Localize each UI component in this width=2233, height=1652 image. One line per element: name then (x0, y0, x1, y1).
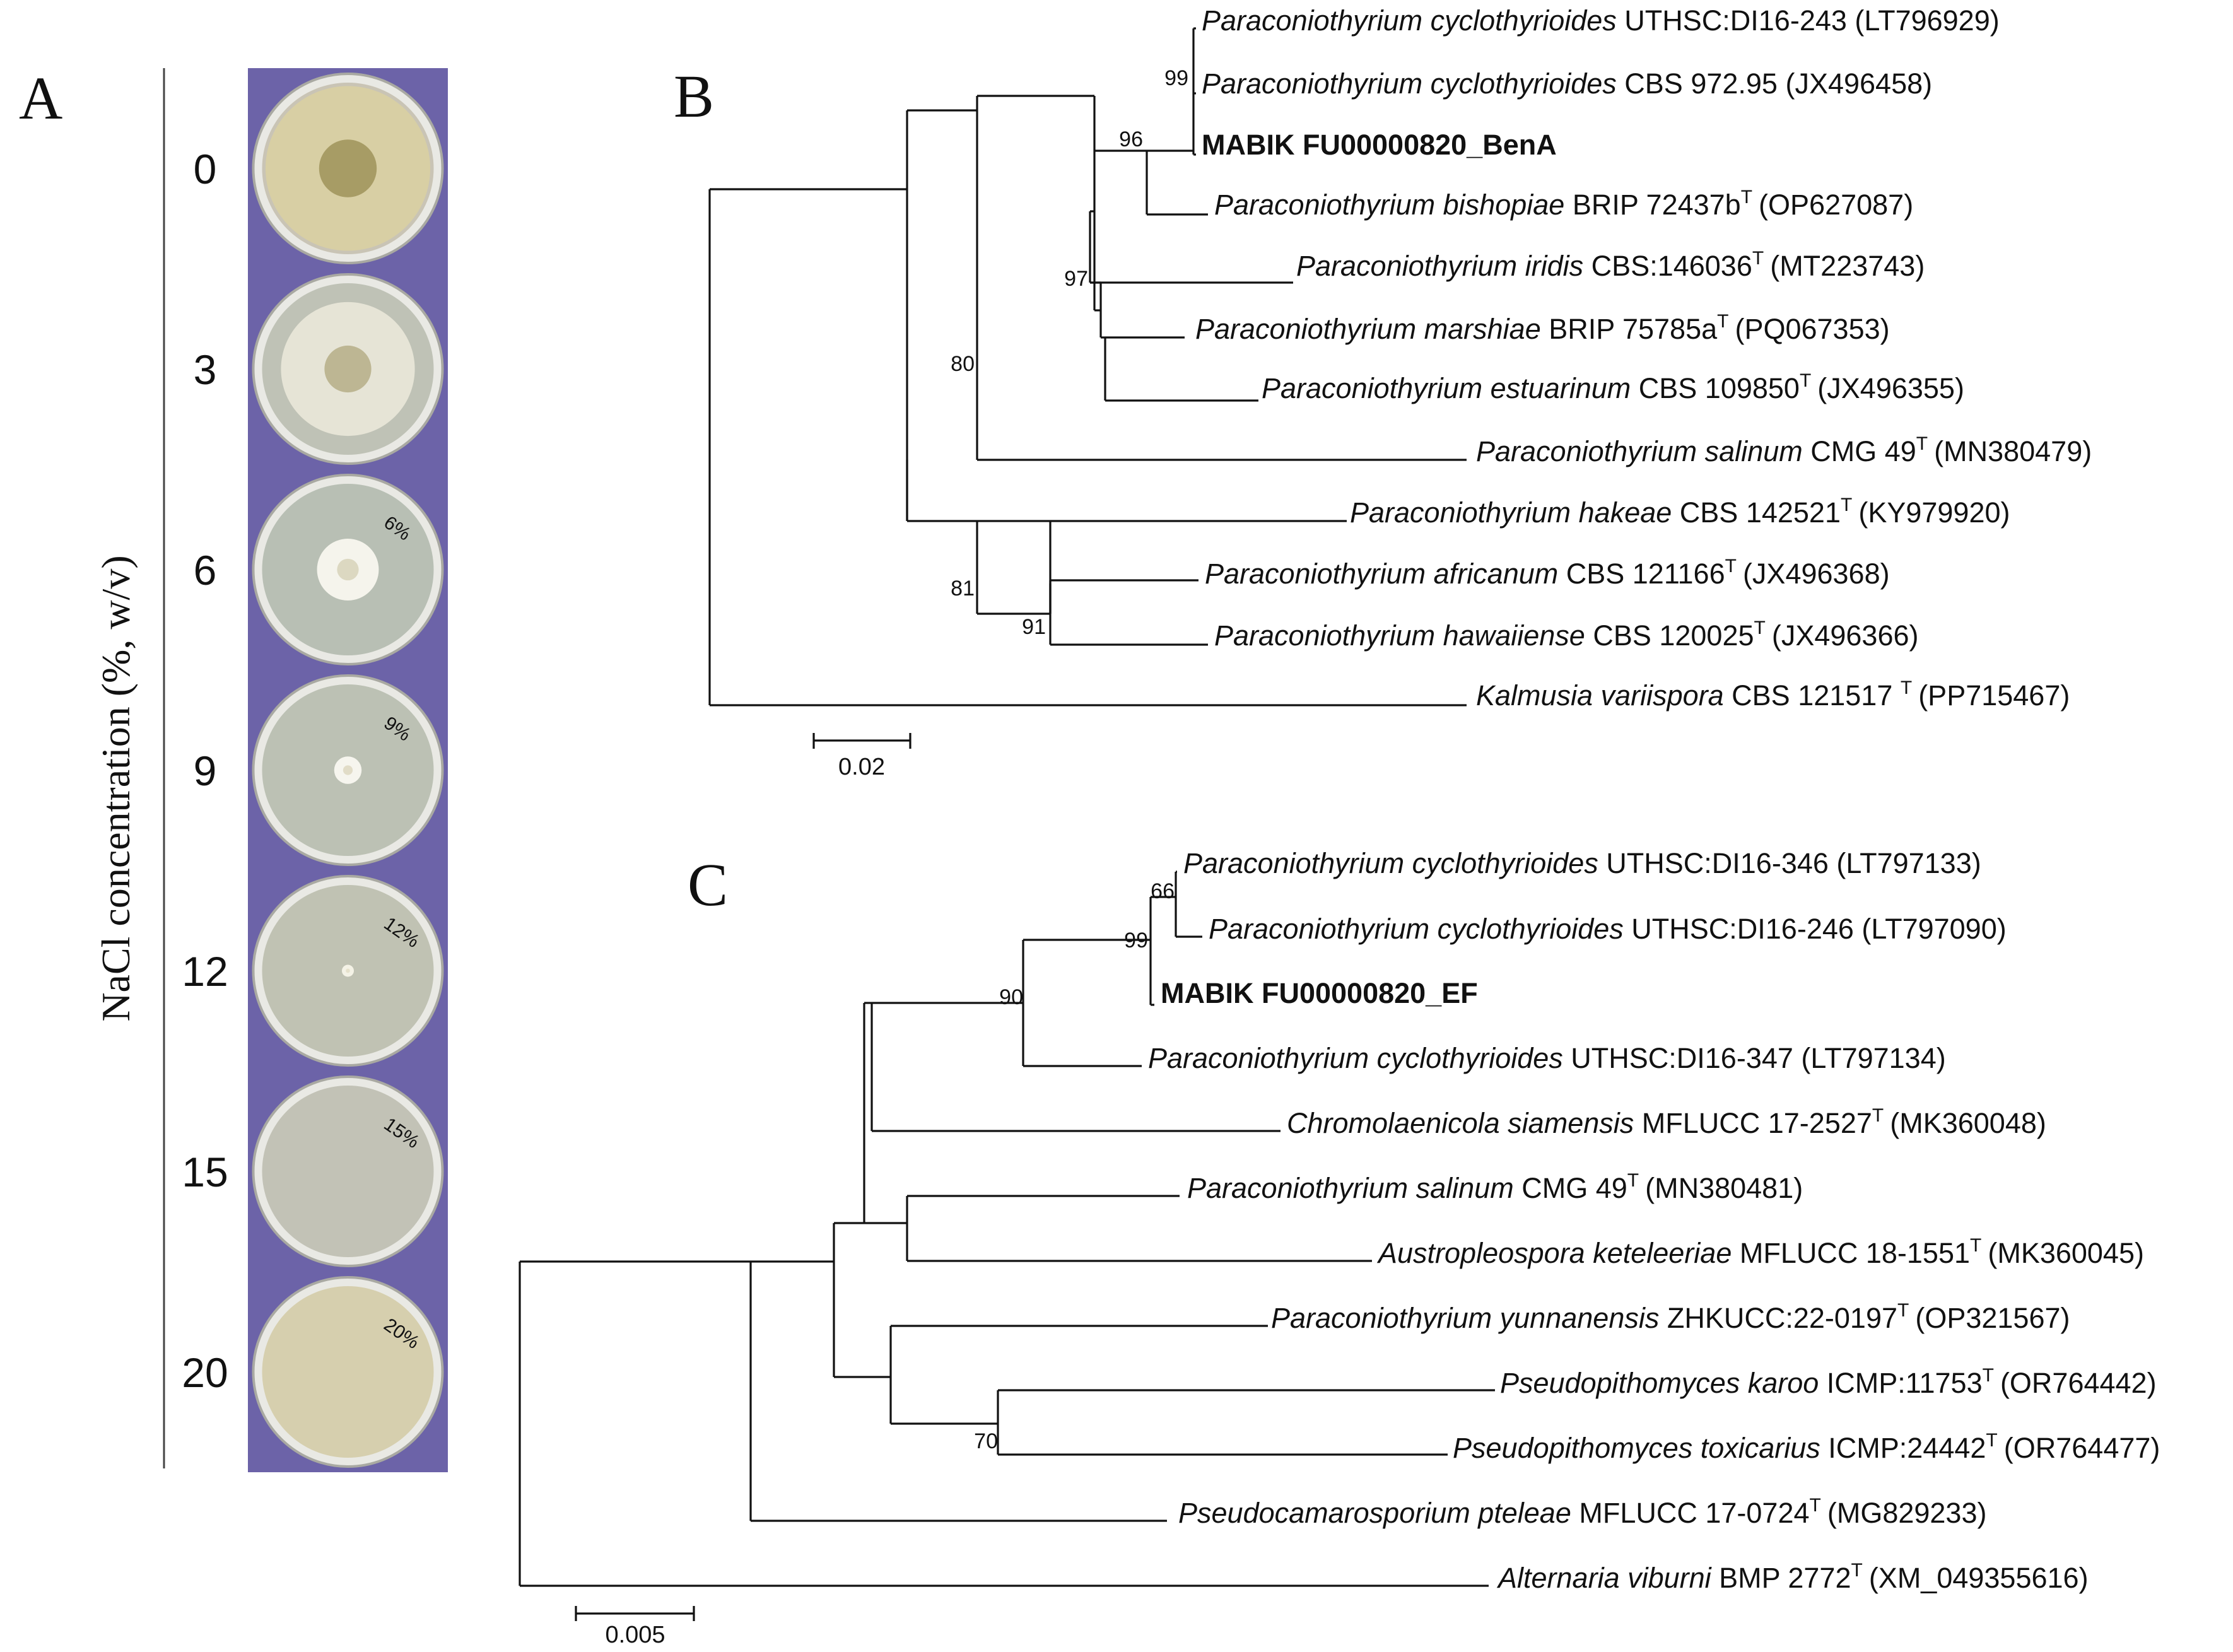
panel-b: B Paraconiothyrium cyclothyrioides UTHSC… (674, 4, 2092, 780)
bootstrap-value: 80 (951, 352, 975, 376)
plate-agar (262, 1286, 434, 1458)
taxon-label: Paraconiothyrium cyclothyrioides UTHSC:D… (1148, 1042, 1946, 1074)
taxon-label: Paraconiothyrium cyclothyrioides CBS 972… (1202, 67, 1932, 100)
petri-plate: 12% (252, 875, 444, 1067)
taxon-label: Pseudopithomyces karoo ICMP:11753T(OR764… (1500, 1365, 2157, 1399)
scale-bar-b-label: 0.02 (838, 754, 885, 780)
bootstrap-value: 91 (1022, 615, 1046, 639)
taxon-label: Paraconiothyrium bishopiae BRIP 72437bT(… (1214, 187, 1913, 221)
colony-center (324, 345, 372, 393)
taxon-label: Pseudopithomyces toxicarius ICMP:24442T(… (1453, 1430, 2160, 1464)
bootstrap-value: 99 (1124, 929, 1148, 952)
concentration-label: 20 (182, 1349, 228, 1396)
colony-center (319, 139, 377, 197)
petri-plate: 6% (252, 474, 444, 665)
scale-bar-c-label: 0.005 (605, 1622, 665, 1648)
taxon-label: Paraconiothyrium hakeae CBS 142521T(KY97… (1350, 495, 2010, 529)
tree-c: Paraconiothyrium cyclothyrioides UTHSC:D… (519, 847, 2160, 1594)
bootstrap-value: 97 (1064, 267, 1088, 291)
taxon-label: MABIK FU00000820_EF (1161, 977, 1478, 1009)
panel-a: A NaCl concentration (%, w/v) 6%9%12%15%… (19, 64, 448, 1472)
bootstrap-value: 70 (974, 1429, 998, 1453)
petri-plate: 20% (252, 1276, 444, 1468)
panel-a-y-label: NaCl concentration (%, w/v) (93, 555, 138, 1021)
taxon-label: Paraconiothyrium salinum CMG 49T(MN38048… (1187, 1170, 1803, 1204)
panel-c-letter: C (688, 851, 728, 918)
taxon-label: Chromolaenicola siamensis MFLUCC 17-2527… (1287, 1105, 2046, 1139)
plate-strip: 6%9%12%15%20% (248, 68, 448, 1472)
petri-plate (252, 73, 444, 264)
concentration-label: 15 (182, 1149, 228, 1195)
petri-plate: 15% (252, 1075, 444, 1267)
taxon-label: Paraconiothyrium yunnanensis ZHKUCC:22-0… (1271, 1300, 2070, 1334)
plate-agar (262, 1086, 434, 1257)
concentration-label: 3 (194, 346, 217, 393)
taxon-label: Paraconiothyrium marshiae BRIP 75785aT(P… (1195, 311, 1890, 345)
taxon-label: Paraconiothyrium estuarinum CBS 109850T(… (1262, 370, 1964, 404)
concentration-labels: 0 3 6 9 12 15 20 (182, 146, 228, 1396)
scale-bar-c: 0.005 (575, 1606, 695, 1648)
concentration-label: 9 (194, 747, 217, 794)
panel-c: C Paraconiothyrium cyclothyrioides UTHSC… (519, 847, 2160, 1648)
taxon-label: Paraconiothyrium iridis CBS:146036T(MT22… (1296, 248, 1925, 282)
colony-center (343, 765, 353, 775)
taxon-label: Alternaria viburni BMP 2772T(XM_04935561… (1496, 1560, 2089, 1594)
bootstrap-value: 81 (951, 577, 975, 600)
bootstrap-value: 96 (1119, 127, 1143, 151)
bootstrap-value: 90 (999, 985, 1023, 1009)
concentration-label: 6 (194, 547, 217, 594)
concentration-label: 12 (182, 948, 228, 995)
petri-plate (252, 273, 444, 465)
taxon-label: Kalmusia variispora CBS 121517 T(PP71546… (1476, 677, 2070, 712)
panel-b-letter: B (674, 62, 714, 130)
taxon-label: MABIK FU00000820_BenA (1202, 129, 1557, 161)
scale-bar-b: 0.02 (812, 733, 911, 780)
taxon-label: Paraconiothyrium cyclothyrioides UTHSC:D… (1202, 4, 2000, 37)
taxon-label: Pseudocamarosporium pteleae MFLUCC 17-07… (1178, 1495, 1986, 1529)
colony-center (337, 558, 359, 581)
colony-center (346, 968, 350, 973)
taxon-label: Paraconiothyrium cyclothyrioides UTHSC:D… (1183, 847, 1981, 879)
concentration-label: 0 (194, 146, 217, 192)
bootstrap-value: 99 (1164, 66, 1188, 90)
taxon-label: Paraconiothyrium hawaiiense CBS 120025T(… (1214, 618, 1919, 652)
tree-b: Paraconiothyrium cyclothyrioides UTHSC:D… (708, 4, 2092, 712)
petri-plate: 9% (252, 674, 444, 866)
taxon-label: Paraconiothyrium cyclothyrioides UTHSC:D… (1209, 913, 2007, 945)
bootstrap-value: 66 (1151, 879, 1175, 903)
taxon-label: Austropleospora keteleeriae MFLUCC 18-15… (1376, 1235, 2144, 1269)
taxon-label: Paraconiothyrium africanum CBS 121166T(J… (1205, 556, 1890, 590)
taxon-label: Paraconiothyrium salinum CMG 49T(MN38047… (1476, 433, 2092, 467)
panel-a-letter: A (19, 64, 62, 132)
